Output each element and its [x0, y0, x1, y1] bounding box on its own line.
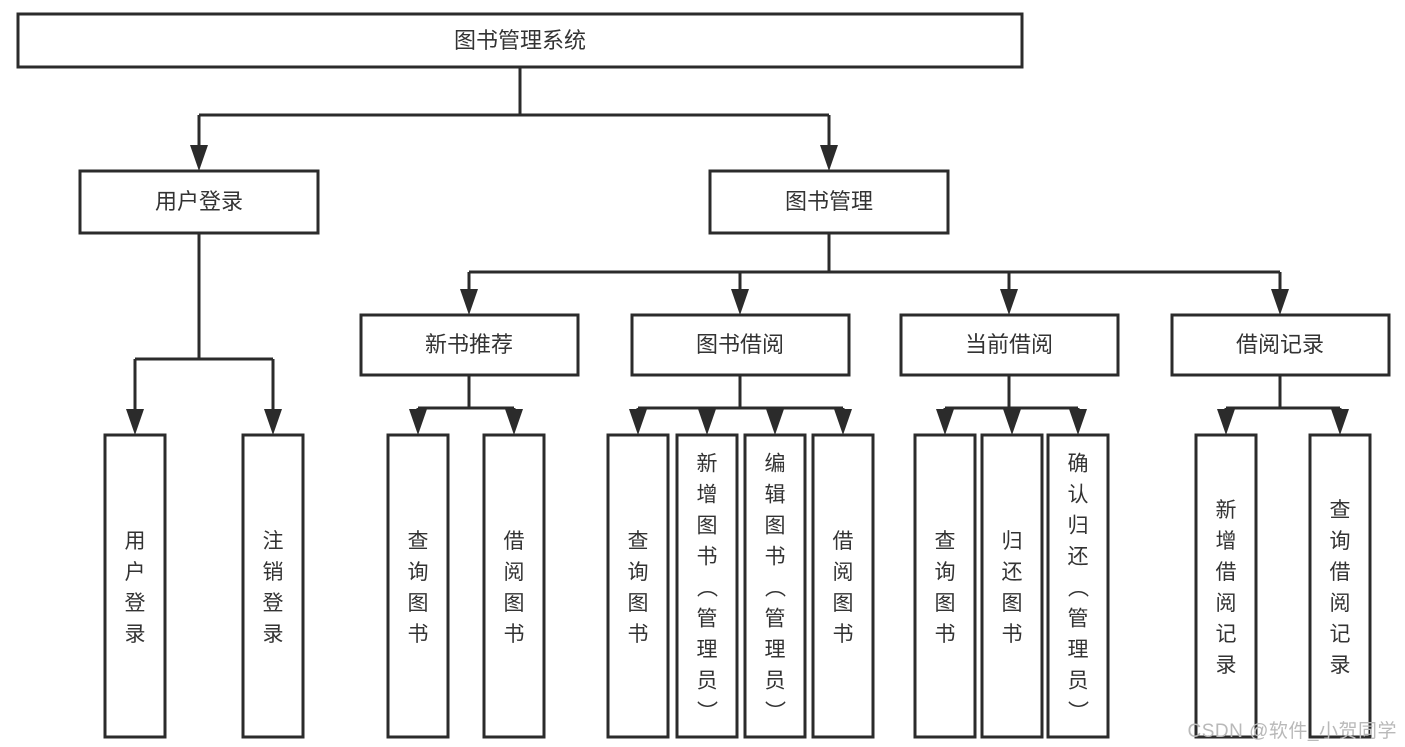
leaf-node-add-record-box[interactable] [1194, 433, 1258, 739]
leaf-node-confirm-return-box[interactable] [1046, 433, 1110, 739]
leaf-node-query-book-b-box[interactable] [606, 433, 670, 739]
connector-group-current-borrow-to-leaves [936, 375, 1087, 435]
arrow-head-leaf-logout-login [264, 409, 282, 435]
leaf-borrow-book-a-label: 借阅图书 [504, 530, 525, 646]
arrow-head-user-login [190, 145, 208, 171]
arrow-head-leaf-edit-book [766, 409, 784, 435]
leaf-node-add-record[interactable] [1194, 433, 1258, 739]
leaf-node-query-book-a[interactable] [386, 433, 450, 739]
arrow-head-borrow-record [1271, 289, 1289, 315]
node-borrow-record-box[interactable] [1170, 313, 1391, 377]
connector-group-book-borrow-to-leaves [629, 375, 852, 435]
leaf-add-record-label: 新增借阅记录 [1216, 499, 1237, 677]
arrow-head-leaf-user-login [126, 409, 144, 435]
node-book-borrow[interactable]: 图书借阅 [630, 313, 851, 377]
node-borrow-record[interactable]: 借阅记录 [1170, 313, 1391, 377]
node-user-login-label: 用户登录 [155, 189, 243, 214]
arrow-head-leaf-borrow-book-a [505, 409, 523, 435]
connector-group-borrow-record-to-leaves [1217, 375, 1349, 435]
leaf-node-query-record-box[interactable] [1308, 433, 1372, 739]
leaf-node-borrow-book-a[interactable] [482, 433, 546, 739]
arrow-head-current-borrow [1000, 289, 1018, 315]
leaf-node-add-book[interactable] [675, 433, 739, 739]
connector-group-root-to-level2 [190, 67, 838, 171]
arrow-head-book-manage [820, 145, 838, 171]
leaf-node-logout-login[interactable] [241, 433, 305, 739]
leaf-node-borrow-book-a-box[interactable] [482, 433, 546, 739]
node-current-borrow-box[interactable] [899, 313, 1120, 377]
leaf-node-return-book[interactable] [980, 433, 1044, 739]
node-book-borrow-box[interactable] [630, 313, 851, 377]
leaf-user-login-label: 用户登录 [125, 530, 146, 646]
node-book-borrow-label: 图书借阅 [696, 332, 784, 357]
node-root-label: 图书管理系统 [454, 28, 586, 53]
arrow-head-leaf-query-book-a [409, 409, 427, 435]
node-book-manage-label: 图书管理 [785, 189, 873, 214]
arrow-head-leaf-query-book-c [936, 409, 954, 435]
arrow-head-book-borrow [731, 289, 749, 315]
node-book-manage-box[interactable] [708, 169, 950, 235]
connector-group-user-login-to-leaves [126, 233, 282, 435]
leaf-node-edit-book[interactable] [743, 433, 807, 739]
leaf-query-book-a-label: 查询图书 [408, 530, 429, 646]
node-new-book-recommend-box[interactable] [359, 313, 580, 377]
leaf-query-record-label: 查询借阅记录 [1330, 499, 1351, 677]
arrow-head-new-book-recommend [460, 289, 478, 315]
node-new-book-recommend-label: 新书推荐 [425, 332, 513, 357]
leaf-label-layer: 用户登录 注销登录 查询图书 借阅图书 查询图书 新增图书（管理员） 编辑图书（管理员） 借阅… [125, 453, 1351, 724]
leaf-node-borrow-book-b-box[interactable] [811, 433, 875, 739]
leaf-node-query-book-c[interactable] [913, 433, 977, 739]
node-borrow-record-label: 借阅记录 [1236, 332, 1324, 357]
node-root-box[interactable] [16, 12, 1024, 69]
arrow-head-leaf-confirm-return [1069, 409, 1087, 435]
arrow-head-leaf-query-book-b [629, 409, 647, 435]
node-new-book-recommend[interactable]: 新书推荐 [359, 313, 580, 377]
arrow-head-leaf-borrow-book-b [834, 409, 852, 435]
leaf-node-add-book-box[interactable] [675, 433, 739, 739]
leaf-borrow-book-b-label: 借阅图书 [833, 530, 854, 646]
leaf-add-book-label: 新增图书（管理员） [697, 453, 719, 724]
leaf-node-query-book-a-box[interactable] [386, 433, 450, 739]
arrow-head-leaf-add-record [1217, 409, 1235, 435]
leaf-query-book-c-label: 查询图书 [935, 530, 956, 646]
leaf-confirm-return-label: 确认归还（管理员） [1068, 453, 1090, 724]
connector-group-book-manage-to-level3 [460, 233, 1289, 315]
node-user-login-box[interactable] [78, 169, 320, 235]
node-user-login[interactable]: 用户登录 [78, 169, 320, 235]
arrow-head-leaf-return-book [1003, 409, 1021, 435]
leaf-edit-book-label: 编辑图书（管理员） [765, 453, 787, 724]
leaf-node-return-book-box[interactable] [980, 433, 1044, 739]
leaf-node-borrow-book-b[interactable] [811, 433, 875, 739]
leaf-node-logout-login-box[interactable] [241, 433, 305, 739]
leaf-return-book-label: 归还图书 [1002, 530, 1023, 646]
leaf-node-confirm-return[interactable] [1046, 433, 1110, 739]
leaf-node-query-record[interactable] [1308, 433, 1372, 739]
leaf-node-query-book-c-box[interactable] [913, 433, 977, 739]
leaf-node-edit-book-box[interactable] [743, 433, 807, 739]
node-current-borrow[interactable]: 当前借阅 [899, 313, 1120, 377]
arrow-head-leaf-add-book [698, 409, 716, 435]
node-root[interactable]: 图书管理系统 [16, 12, 1024, 69]
connector-group-new-book-recommend-to-leaves [409, 375, 523, 435]
leaf-node-user-login-box[interactable] [103, 433, 167, 739]
arrow-head-leaf-query-record [1331, 409, 1349, 435]
leaf-node-query-book-b[interactable] [606, 433, 670, 739]
leaf-logout-login-label: 注销登录 [263, 530, 284, 646]
leaf-node-user-login[interactable] [103, 433, 167, 739]
leaf-query-book-b-label: 查询图书 [628, 530, 649, 646]
node-current-borrow-label: 当前借阅 [965, 332, 1053, 357]
node-book-manage[interactable]: 图书管理 [708, 169, 950, 235]
